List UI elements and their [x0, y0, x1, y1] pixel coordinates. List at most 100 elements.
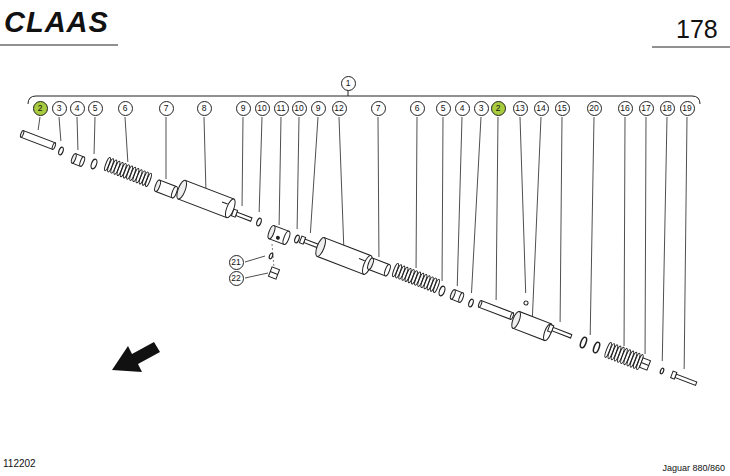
part — [468, 299, 475, 308]
callout-circle: 6 — [118, 101, 133, 116]
callout-circle: 6 — [410, 101, 425, 116]
callout-circle: 5 — [436, 101, 451, 116]
callout-number: 7 — [376, 104, 381, 113]
leader-line — [560, 117, 562, 322]
part — [671, 371, 698, 387]
leader-line — [125, 117, 128, 162]
part — [175, 179, 237, 219]
leader-line — [242, 117, 244, 206]
footer-text: 112202 — [3, 459, 36, 469]
callout-number: 2 — [38, 104, 43, 113]
callout-number: 22 — [231, 274, 240, 283]
callout-circle: 4 — [70, 101, 85, 116]
callout-circle: 12 — [332, 101, 347, 116]
leader-line — [77, 117, 79, 150]
callout-circle: 8 — [197, 101, 212, 116]
callout-circle: 3 — [52, 101, 67, 116]
leader-line — [59, 117, 61, 141]
callout-circle: 3 — [474, 101, 489, 116]
part — [604, 342, 644, 370]
part — [90, 158, 98, 169]
leader-line — [645, 117, 647, 354]
part — [523, 300, 528, 305]
callout-number: 6 — [415, 104, 420, 113]
part — [268, 267, 279, 279]
axis-line — [272, 244, 274, 268]
callout-number: 3 — [479, 104, 484, 113]
callout-number: 4 — [460, 104, 465, 113]
part — [256, 218, 263, 227]
callout-number: 20 — [589, 104, 598, 113]
leader-line — [204, 117, 206, 189]
callout-circle: 18 — [660, 101, 675, 116]
leader-line — [166, 117, 167, 179]
leader-line — [416, 117, 418, 268]
part — [438, 285, 446, 296]
callout-number: 2 — [496, 104, 501, 113]
callout-number: 5 — [441, 104, 446, 113]
callout-number: 6 — [123, 104, 128, 113]
leader-line — [520, 117, 526, 293]
leader-line — [339, 117, 344, 246]
footer-text: Jaguar 880/860 — [662, 464, 725, 473]
callout-circle: 7 — [159, 101, 174, 116]
leader-line — [297, 117, 299, 229]
leader-line — [684, 117, 687, 369]
part — [267, 225, 292, 246]
callout-circle: 21 — [229, 255, 244, 270]
header-rule — [0, 45, 118, 46]
part — [231, 209, 252, 223]
page-number: 178 — [676, 17, 718, 42]
leader-line — [94, 117, 96, 154]
callout-number: 9 — [316, 104, 321, 113]
leader-line — [279, 117, 281, 225]
part — [579, 336, 601, 353]
callout-circle: 14 — [534, 101, 549, 116]
callout-number: 15 — [557, 104, 566, 113]
leader-line — [378, 117, 380, 257]
direction-arrow — [112, 342, 160, 372]
leader-line — [532, 117, 541, 316]
leader-line — [310, 117, 318, 233]
part — [510, 310, 554, 341]
callout-number: 19 — [682, 104, 691, 113]
callout-circle: 1 — [341, 76, 356, 91]
callout-circle: 10 — [292, 101, 307, 116]
callout-circle: 4 — [455, 101, 470, 116]
callout-number: 17 — [641, 104, 650, 113]
callout-number: 18 — [662, 104, 671, 113]
callout-number: 3 — [57, 104, 62, 113]
part — [20, 130, 57, 150]
callout-number: 10 — [257, 104, 266, 113]
callout-number: 9 — [241, 104, 246, 113]
callout-number: 5 — [93, 104, 98, 113]
callout-number: 4 — [75, 104, 80, 113]
callout-number: 7 — [164, 104, 169, 113]
leader-line — [457, 117, 462, 286]
callout-circle: 16 — [618, 101, 633, 116]
leader-line — [442, 117, 444, 281]
leader-line — [245, 256, 265, 262]
header-rule — [652, 47, 730, 48]
part — [391, 263, 440, 293]
callout-circle: 19 — [680, 101, 695, 116]
leader-line — [259, 117, 262, 212]
part — [58, 147, 65, 156]
callout-number: 21 — [231, 258, 240, 267]
part — [314, 236, 374, 275]
callout-number: 11 — [277, 104, 286, 113]
leader-line — [662, 117, 667, 361]
leader-line — [472, 117, 482, 293]
callout-number: 13 — [515, 104, 524, 113]
callout-circle: 15 — [555, 101, 570, 116]
callout-circle: 2 — [491, 101, 506, 116]
part — [70, 153, 85, 167]
leader-line — [38, 117, 40, 130]
callout-circle: 2 — [33, 101, 48, 116]
leader-line — [496, 117, 498, 300]
part — [153, 179, 178, 198]
callout-number: 12 — [334, 104, 343, 113]
callout-number: 16 — [620, 104, 629, 113]
part — [548, 324, 573, 339]
